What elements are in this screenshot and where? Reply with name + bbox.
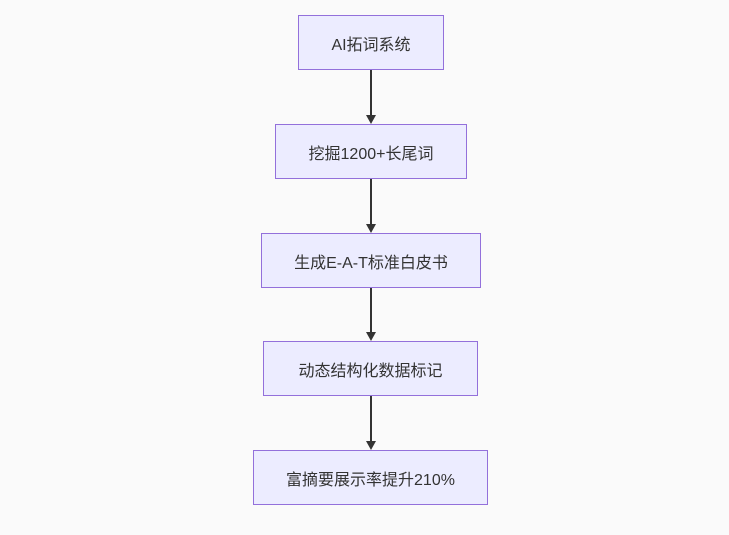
arrow-line [370, 288, 372, 333]
flowchart-node-1: AI拓词系统 [298, 15, 444, 70]
flowchart-arrow-2 [366, 179, 376, 233]
arrowhead-down-icon [366, 115, 376, 124]
flowchart-arrow-1 [366, 70, 376, 124]
node-label: 挖掘1200+长尾词 [308, 145, 434, 163]
flowchart-node-5: 富摘要展示率提升210% [253, 450, 488, 505]
flowchart-node-4: 动态结构化数据标记 [263, 341, 478, 396]
node-label: 富摘要展示率提升210% [286, 471, 455, 489]
flowchart-arrow-3 [366, 288, 376, 341]
arrowhead-down-icon [366, 332, 376, 341]
arrow-line [370, 70, 372, 116]
node-label: 生成E-A-T标准白皮书 [294, 254, 448, 272]
arrowhead-down-icon [366, 441, 376, 450]
flowchart-arrow-4 [366, 396, 376, 450]
arrow-line [370, 179, 372, 225]
flowchart-node-3: 生成E-A-T标准白皮书 [261, 233, 481, 288]
arrowhead-down-icon [366, 224, 376, 233]
flowchart-node-2: 挖掘1200+长尾词 [275, 124, 467, 179]
arrow-line [370, 396, 372, 442]
node-label: AI拓词系统 [331, 36, 411, 54]
node-label: 动态结构化数据标记 [298, 362, 443, 380]
